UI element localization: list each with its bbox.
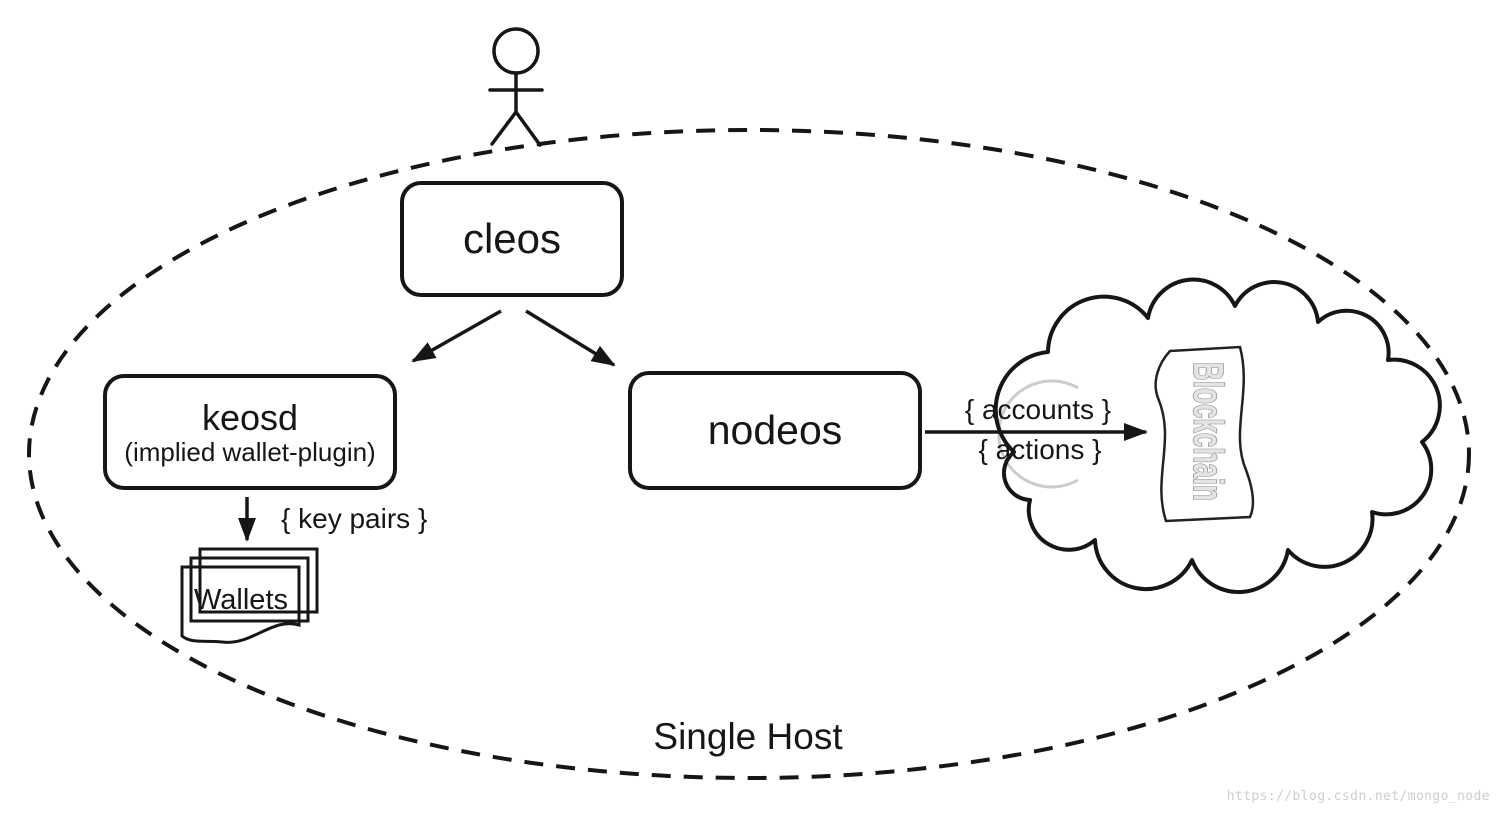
wallets-page-front (180, 565, 301, 644)
nodeos-box (628, 371, 922, 490)
actions-edge-label: { actions } (978, 434, 1102, 465)
wallets-node-label: Wallets (194, 584, 288, 616)
accounts-edge-label: { accounts } (964, 394, 1112, 425)
arrow-cleos-to-nodeos (525, 309, 616, 367)
key-pairs-edge-label: { key pairs } (281, 503, 428, 534)
keosd-node-label: keosd (implied wallet-plugin) (105, 376, 395, 488)
keosd-box (103, 374, 397, 490)
watermark-url: https://blog.csdn.net/mongo_node (1226, 789, 1490, 804)
arrow-cleos-to-keosd (411, 309, 502, 363)
wallets-page-middle (189, 556, 310, 623)
host-boundary-ellipse (27, 128, 1471, 780)
keosd-subtitle: (implied wallet-plugin) (124, 437, 376, 468)
cloud-gray-arc (997, 379, 1079, 489)
wallets-stack-icon (180, 547, 319, 644)
blockchain-scroll (1154, 345, 1255, 523)
blockchain-cloud (993, 277, 1442, 594)
cleos-node-label: cleos (462, 215, 562, 262)
user-actor-icon (488, 27, 544, 147)
single-host-boundary-label: Single Host (653, 716, 843, 757)
actor-leg-right (514, 110, 542, 147)
nodeos-node-label: nodeos (707, 407, 843, 453)
actor-head (492, 27, 540, 75)
keosd-title: keosd (201, 397, 299, 438)
wallets-page-back (198, 547, 319, 614)
actor-leg-left (490, 110, 518, 146)
cleos-box (400, 181, 624, 297)
blockchain-scroll-label: Blockchain (1184, 362, 1231, 501)
